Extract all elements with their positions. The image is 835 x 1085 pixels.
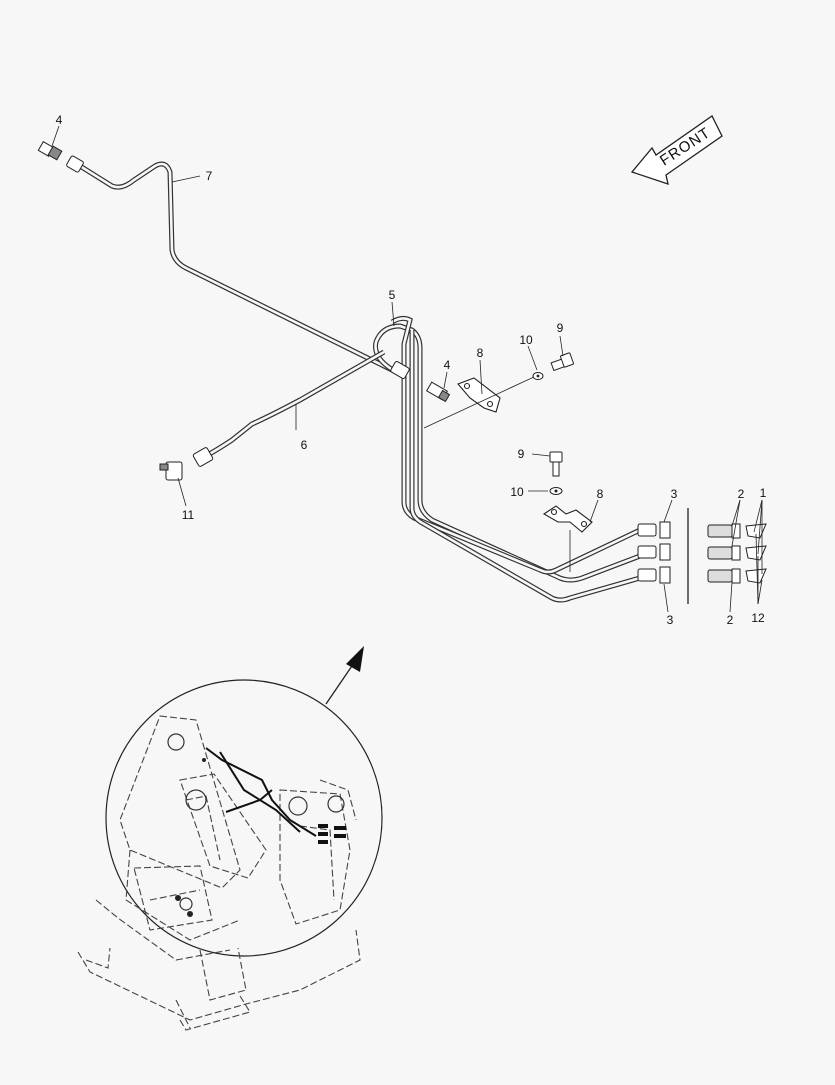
callout-12: 12 xyxy=(751,611,765,625)
callout-10-upper: 10 xyxy=(519,333,533,347)
callout-6: 6 xyxy=(301,438,308,452)
leader-lines xyxy=(51,125,763,613)
fitting-4-middle xyxy=(390,361,451,403)
machine-location-overview xyxy=(77,679,383,1031)
callout-4-middle: 4 xyxy=(444,358,451,372)
clamp-8-upper xyxy=(457,377,501,413)
front-direction-arrow: FRONT xyxy=(630,115,723,185)
callouts: 4 7 5 4 8 10 9 6 11 9 10 8 3 2 1 3 2 12 xyxy=(56,113,767,627)
callout-11: 11 xyxy=(182,508,195,522)
callout-2-upper: 2 xyxy=(738,487,745,501)
callout-8-upper: 8 xyxy=(477,346,484,360)
callout-9-lower: 9 xyxy=(518,447,525,461)
location-pointer-arrow xyxy=(325,646,364,705)
callout-3-lower: 3 xyxy=(667,613,674,627)
pipe-5 xyxy=(373,315,642,603)
callout-7: 7 xyxy=(206,169,213,183)
bolt-9-upper xyxy=(550,352,574,372)
pipe-6 xyxy=(204,349,386,459)
assembly-line-upper xyxy=(423,375,537,429)
callout-2-lower: 2 xyxy=(727,613,734,627)
pipe-7 xyxy=(78,161,402,377)
fitting-4-left xyxy=(37,140,84,173)
connector-bank xyxy=(637,508,767,604)
callout-3-upper: 3 xyxy=(671,487,678,501)
callout-10-lower: 10 xyxy=(510,485,524,499)
washer-10-lower xyxy=(549,487,563,495)
clamp-8-lower xyxy=(542,505,593,533)
callout-9-upper: 9 xyxy=(557,321,564,335)
washer-10-upper xyxy=(532,372,544,380)
fitting-11 xyxy=(159,447,214,481)
bolt-9-lower xyxy=(549,451,563,477)
callout-1: 1 xyxy=(760,486,767,500)
callout-8-lower: 8 xyxy=(597,487,604,501)
callout-4-left: 4 xyxy=(56,113,63,127)
callout-5: 5 xyxy=(389,288,396,302)
